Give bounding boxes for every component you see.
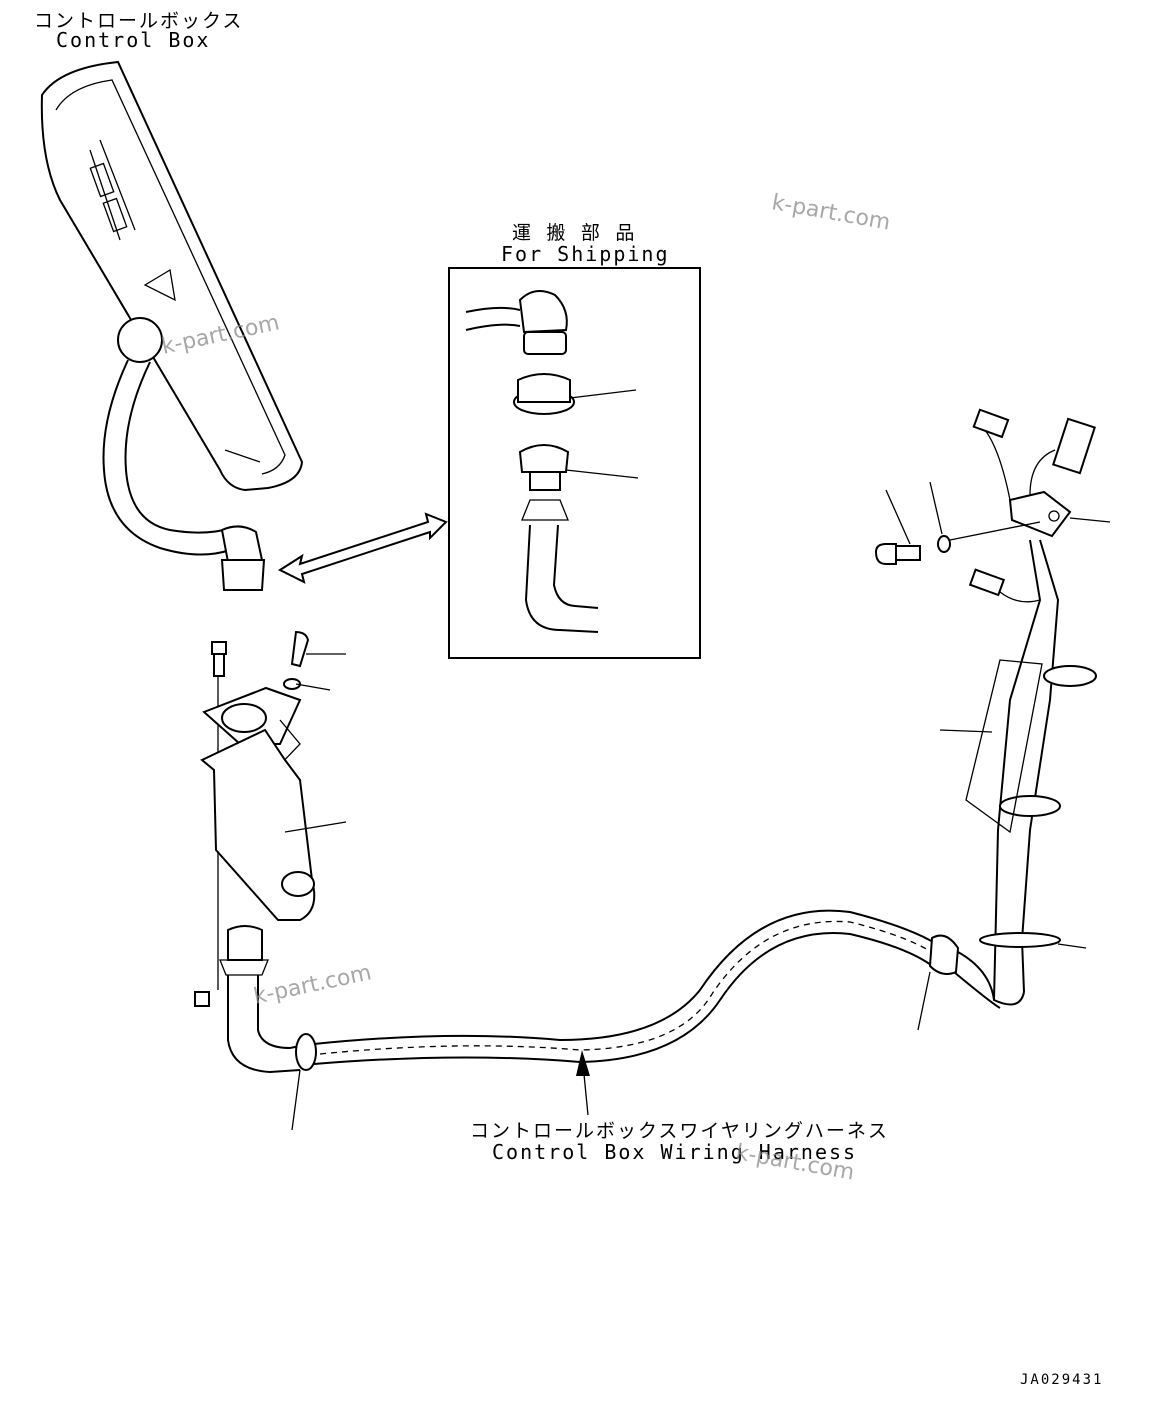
shipping-label-jp: 運 搬 部 品 <box>512 222 637 244</box>
leader-arrow-icon <box>576 1050 590 1116</box>
shipping-box <box>448 267 701 659</box>
double-arrow-icon <box>277 512 448 584</box>
wiring-harness <box>194 408 1111 1131</box>
harness-label-en: Control Box Wiring Harness <box>492 1140 858 1164</box>
shipping-label-en: For Shipping <box>501 242 670 266</box>
harness-label-jp: コントロールボックスワイヤリングハーネス <box>470 1120 889 1142</box>
control-box-label-en: Control Box <box>56 28 211 52</box>
bracket-assembly <box>200 630 347 990</box>
box-cable <box>102 359 266 591</box>
control-box <box>40 60 304 492</box>
drawing-code: JA029431 <box>1020 1372 1104 1388</box>
control-box-label-jp: コントロールボックス <box>34 10 244 32</box>
